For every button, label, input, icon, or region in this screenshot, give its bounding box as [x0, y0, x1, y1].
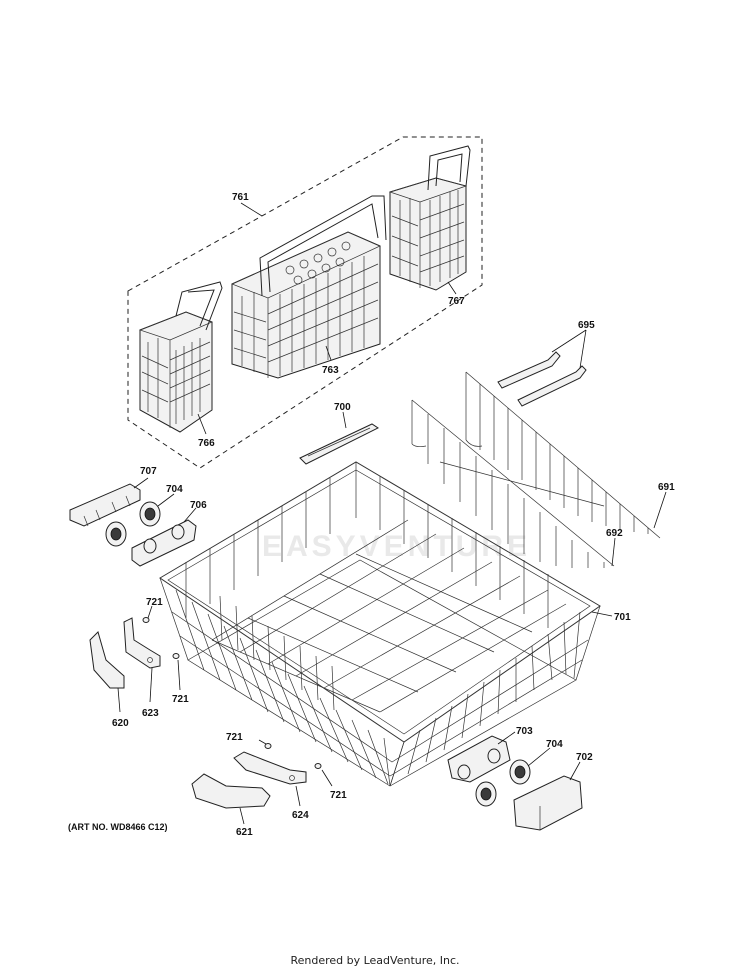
callout-721-c: 721 — [226, 732, 243, 743]
endcap-702-drawing — [513, 775, 583, 831]
callout-623: 623 — [142, 708, 159, 719]
callout-721-d: 721 — [330, 790, 347, 801]
tine-row-drawing — [411, 371, 661, 568]
callout-761: 761 — [232, 192, 249, 203]
lower-rack-701-drawing — [159, 461, 601, 787]
rail-695-drawing — [497, 351, 587, 407]
callout-620: 620 — [112, 718, 129, 729]
callout-704-lower: 704 — [546, 739, 563, 750]
carrier-703-drawing — [447, 735, 511, 783]
callout-701: 701 — [614, 612, 631, 623]
carrier-706-drawing — [131, 519, 197, 567]
callout-707: 707 — [140, 466, 157, 477]
callout-721-a: 721 — [146, 597, 163, 608]
callout-702: 702 — [576, 752, 593, 763]
callout-706: 706 — [190, 500, 207, 511]
footer-credit: Rendered by LeadVenture, Inc. — [290, 954, 460, 967]
basket-766-drawing — [138, 281, 223, 433]
callout-721-b: 721 — [172, 694, 189, 705]
callout-621: 621 — [236, 827, 253, 838]
screws-721-drawing — [142, 617, 322, 769]
callout-691: 691 — [658, 482, 675, 493]
callout-763: 763 — [322, 365, 339, 376]
callout-692: 692 — [606, 528, 623, 539]
bracket-624-drawing — [233, 751, 307, 785]
basket-767-drawing — [388, 145, 471, 291]
art-number: (ART NO. WD8466 C12) — [68, 822, 168, 832]
callout-767: 767 — [448, 296, 465, 307]
callout-704-upper: 704 — [166, 484, 183, 495]
callout-624: 624 — [292, 810, 309, 821]
basket-group-boundary — [127, 136, 483, 469]
endcap-621-drawing — [191, 773, 271, 809]
callout-labels: 761 763 766 767 695 700 707 704 706 691 … — [112, 192, 675, 838]
leader-lines — [117, 202, 667, 825]
callout-695: 695 — [578, 320, 595, 331]
callout-703: 703 — [516, 726, 533, 737]
wheel-704-upper-drawing — [105, 501, 161, 547]
wheel-704-lower-drawing — [475, 759, 531, 807]
callout-700: 700 — [334, 402, 351, 413]
track-700-drawing — [299, 423, 379, 465]
bracket-623-drawing — [123, 617, 161, 669]
callout-766: 766 — [198, 438, 215, 449]
basket-763-drawing — [231, 195, 387, 379]
endcap-620-drawing — [89, 631, 125, 689]
carrier-707-drawing — [69, 483, 141, 527]
